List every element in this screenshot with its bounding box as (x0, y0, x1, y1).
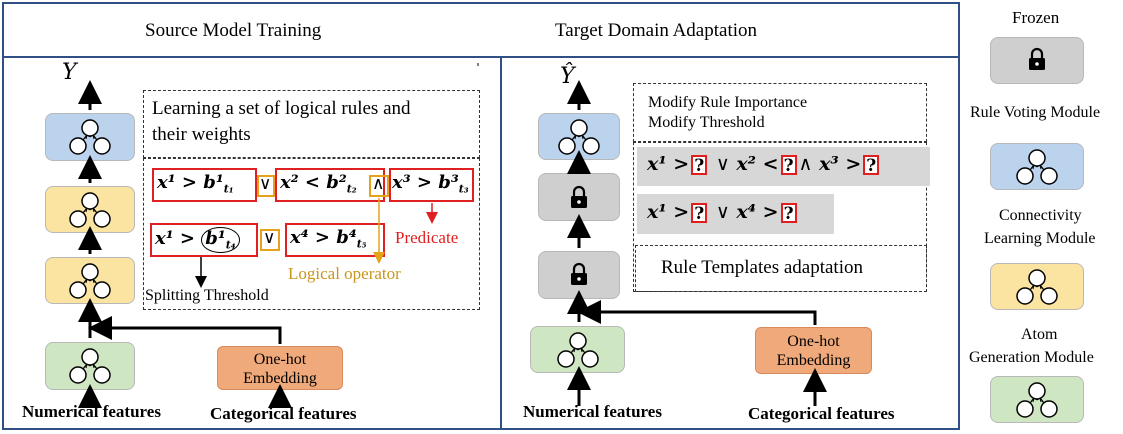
tree-node-icon (69, 263, 111, 299)
predicate-box-5 (285, 223, 385, 257)
splitting-threshold-label: Splitting Threshold (145, 287, 269, 304)
predicate-box-3 (389, 168, 474, 202)
or-operator-box-2 (260, 229, 280, 251)
or-operator-box-1 (257, 175, 275, 197)
logical-operator-label: Logical operator (288, 264, 401, 283)
target-numerical-features-label: Numerical features (523, 402, 662, 421)
arrow-up-icon (78, 80, 292, 408)
modify-box (633, 83, 927, 142)
right-panel-title: Target Domain Adaptation (555, 20, 757, 41)
tree-node-icon (557, 332, 599, 368)
tree-node-icon (1016, 269, 1058, 305)
and-operator-box (369, 175, 389, 197)
modify-line1: Modify Rule Importance (648, 94, 808, 111)
predicate-1-text: x¹ > b¹t₁ (157, 172, 234, 196)
threshold-placeholder-5[interactable]: ? (780, 203, 797, 224)
template-1-text: x¹ >? ∨ x² <?∧ x³ >? (647, 153, 881, 176)
predicate-2-text: x² < b²t₂ (280, 172, 357, 196)
embedding-label-line1: One-hot (253, 351, 307, 368)
predicate-5-text: x⁴ > b⁴t₅ (290, 227, 367, 251)
tree-node-icon (69, 348, 111, 384)
legend-connectivity-line2: Learning Module (984, 230, 1096, 247)
numerical-features-label: Numerical features (22, 402, 161, 421)
or-operator-1: ∨ (259, 174, 272, 193)
modify-line2: Modify Threshold (648, 114, 765, 131)
predicate-4-text: x¹ > b¹t₄ (155, 227, 240, 253)
target-embedding-label-line1: One-hot (787, 333, 840, 350)
tree-node-icon (69, 192, 111, 228)
threshold-circle: b¹t₄ (201, 227, 240, 253)
threshold-placeholder-3[interactable]: ? (863, 155, 880, 176)
lock-icon (1027, 47, 1047, 72)
legend-atom-line2: Generation Module (969, 349, 1094, 366)
rules-detail-box (143, 158, 480, 310)
template-row-2 (637, 194, 834, 234)
threshold-placeholder-2[interactable]: ? (780, 155, 797, 176)
target-one-hot-embedding-box: One-hot Embedding (755, 327, 872, 374)
template-2-text: x¹ >? ∨ x⁴ >? (647, 201, 799, 224)
embedding-label-line2: Embedding (243, 370, 317, 387)
templates-caption: Rule Templates adaptation (661, 257, 863, 278)
target-categorical-features-label: Categorical features (748, 404, 895, 423)
threshold-placeholder-1[interactable]: ? (691, 155, 708, 176)
and-operator: ∧ (372, 174, 385, 193)
tree-node-icon (69, 119, 111, 155)
rules-caption-box (143, 90, 480, 158)
legend-atom-line1: Atom (1021, 326, 1058, 343)
rules-caption-line1: Learning a set of logical rules and (152, 98, 411, 119)
tree-node-icon (558, 119, 600, 155)
predicate-label: Predicate (395, 228, 459, 247)
lock-icon (569, 262, 589, 287)
left-panel-title: Source Model Training (145, 20, 322, 41)
templates-caption-box (635, 245, 927, 292)
legend-connectivity-line1: Connectivity (999, 207, 1082, 224)
one-hot-embedding-box: One-hot Embedding (217, 346, 343, 390)
or-operator-2: ∨ (263, 228, 276, 247)
output-y-label: Y (62, 60, 77, 85)
predicate-box-1 (152, 168, 257, 202)
tree-node-icon (1016, 149, 1058, 185)
target-embedding-label-line2: Embedding (776, 352, 851, 369)
main-frame (2, 2, 960, 430)
lock-icon (569, 185, 589, 210)
rules-caption-line2: their weights (152, 124, 251, 145)
header-divider (2, 56, 960, 58)
categorical-features-label: Categorical features (210, 404, 357, 423)
panel-divider (500, 56, 502, 430)
predicate-3-text: x³ > b³t₃ (392, 172, 469, 196)
predicate-box-4 (150, 223, 258, 257)
predicate-box-2 (275, 168, 385, 202)
threshold-placeholder-4[interactable]: ? (691, 203, 708, 224)
legend-rule-voting-label: Rule Voting Module (970, 104, 1101, 121)
legend-frozen-label: Frozen (1012, 8, 1060, 27)
arrow-up-icon (567, 80, 827, 406)
tree-node-icon (1016, 382, 1058, 418)
